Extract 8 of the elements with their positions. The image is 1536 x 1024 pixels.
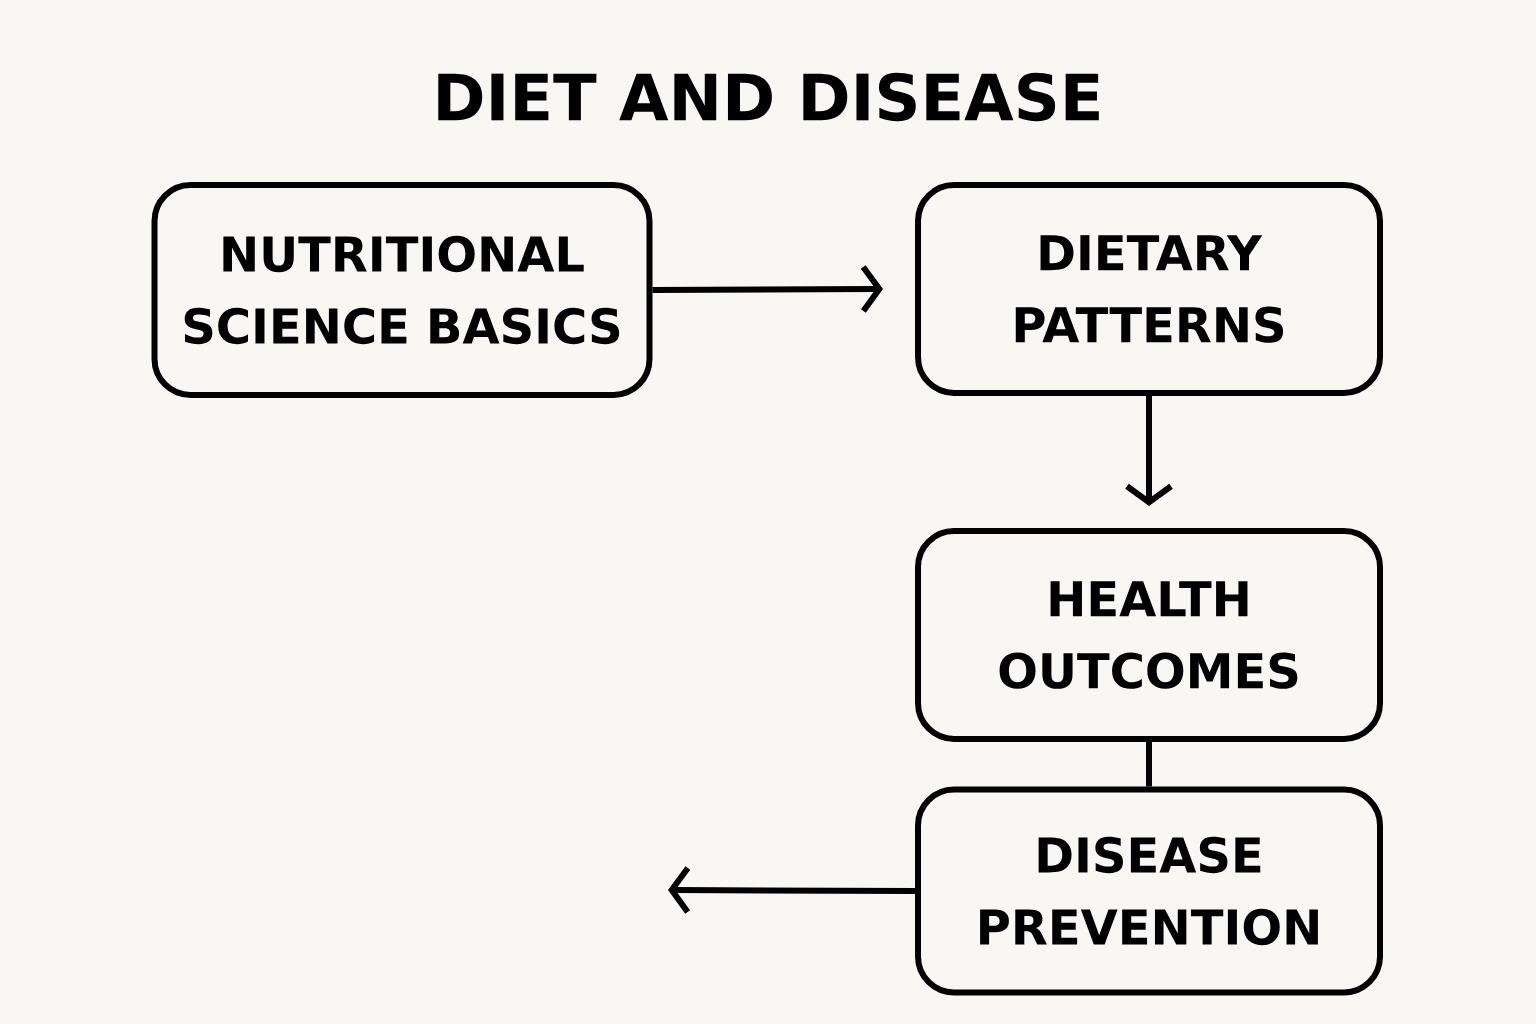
arrow	[652, 265, 883, 313]
title: DIET AND DISEASE	[438, 72, 1099, 122]
process-box: NUTRITIONAL SCIENCE BASICS	[151, 182, 653, 398]
process-box: DISEASE PREVENTION	[915, 786, 1383, 996]
process-box: DIETARY PATTERNS	[915, 182, 1383, 396]
arrow	[1125, 396, 1173, 506]
arrow	[668, 866, 916, 914]
process-box: HEALTH OUTCOMES	[915, 528, 1383, 742]
